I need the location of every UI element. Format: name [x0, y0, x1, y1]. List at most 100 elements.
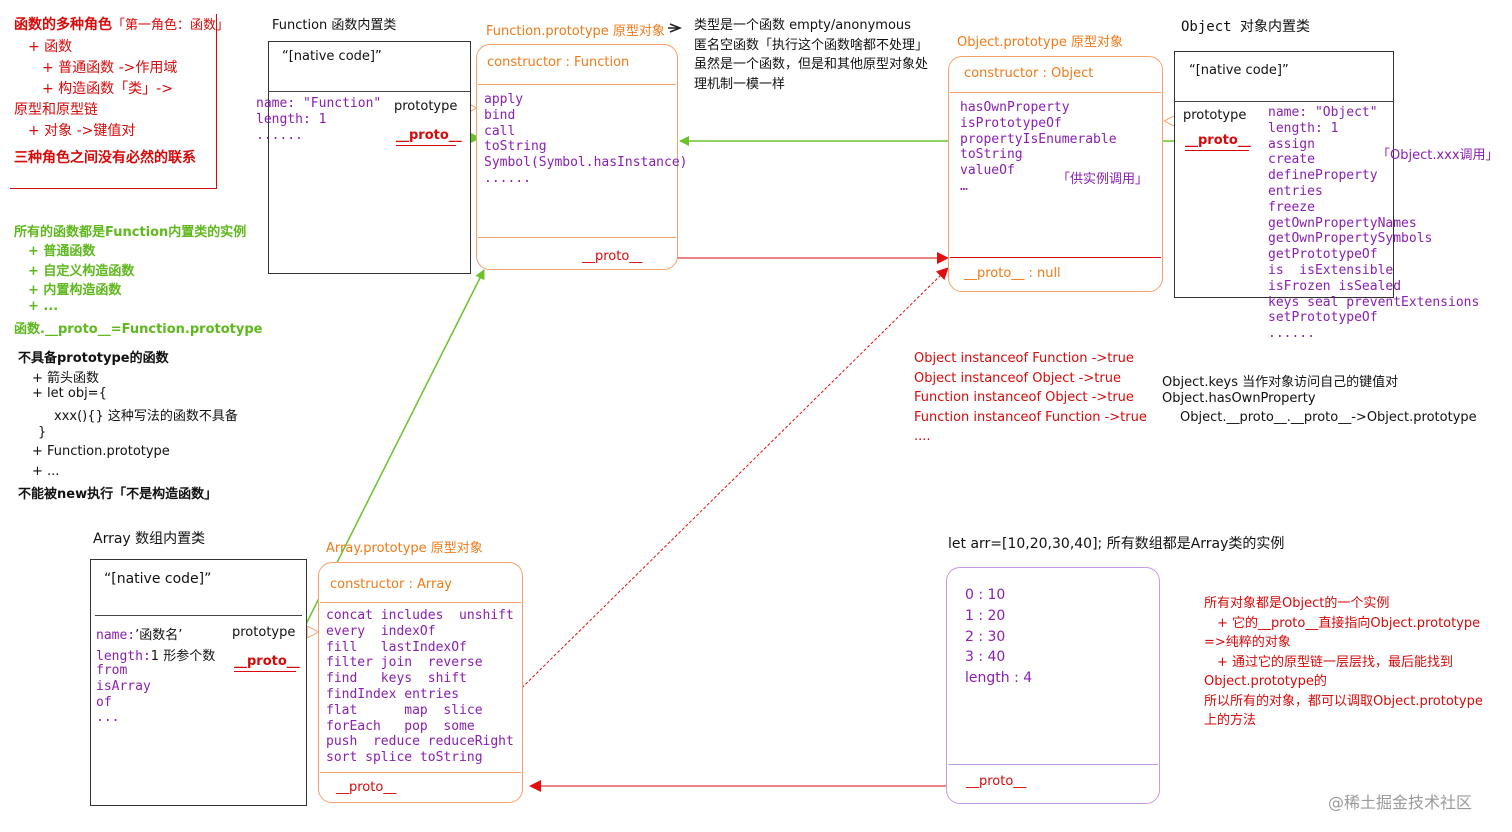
object-class-prop: isFrozen isSealed	[1268, 278, 1402, 294]
function-prototype-method: toString	[484, 139, 547, 155]
array-prototype-label: Array.prototype 原型对象	[326, 541, 483, 556]
object-class-prop: defineProperty	[1268, 168, 1378, 184]
array-class-props: from isArray of ...	[96, 663, 151, 726]
object-prototype-method: propertyIsEnumerable	[960, 131, 1117, 147]
function-class-label: Function 函数内置类	[272, 18, 397, 33]
watermark: @稀土掘金技术社区	[1328, 793, 1473, 812]
roles-title: 函数的多种角色「第一角色：函数」	[14, 17, 230, 33]
no-prototype-title: 不具备prototype的函数	[18, 351, 169, 366]
array-name-prop: name:’函数名’	[96, 628, 183, 643]
function-native-code: “[native code]”	[282, 49, 382, 64]
array-prototype-method: sort splice toString	[326, 750, 483, 766]
array-prototype-methods: concat includes unshift every indexOf fi…	[326, 608, 514, 766]
object-class-prop: ......	[1268, 326, 1315, 342]
object-instance-note: 所有对象都是Object的一个实例	[1204, 596, 1390, 611]
object-keys-note: Object.hasOwnProperty	[1162, 391, 1316, 406]
object-prototype-method: hasOwnProperty	[960, 100, 1070, 115]
function-proto-key: __proto__	[396, 128, 462, 143]
object-prototype-proto: __proto__ : null	[964, 266, 1061, 281]
function-prototype-method: bind	[484, 107, 516, 123]
function-class-box	[268, 41, 471, 274]
object-class-prop: entries	[1268, 183, 1323, 199]
object-instance-note: =>纯粹的对象	[1204, 635, 1291, 650]
no-prototype-item: xxx(){} 这种写法的函数不具备	[54, 409, 238, 424]
array-prototype-method: findIndex entries	[326, 686, 460, 702]
function-prototype-methods: apply bind call toString Symbol(Symbol.h…	[484, 92, 688, 187]
function-class-prop: length: 1	[256, 111, 327, 127]
object-proto-key: __proto__	[1185, 133, 1251, 148]
array-length-prop: length:1 形参个数	[96, 649, 216, 664]
object-prototype-methods: hasOwnProperty isPrototypeOf propertyIsE…	[960, 100, 1117, 195]
object-prototype-key: prototype	[1183, 108, 1247, 123]
function-prototype-note: 类型是一个函数 empty/anonymous 匿名空函数「执行这个函数啥都不处…	[694, 18, 929, 92]
function-prototype-method: call	[484, 123, 516, 139]
array-class-box	[90, 559, 307, 806]
roles-item: + 普通函数 ->作用域	[42, 60, 178, 76]
function-instances-rule: 函数.__proto__=Function.prototype	[14, 322, 263, 337]
array-class-label: Array 数组内置类	[93, 531, 206, 547]
object-class-prop: setPrototypeOf	[1268, 310, 1378, 326]
object-prototype-box	[948, 56, 1163, 292]
object-class-label: Object 对象内置类	[1181, 19, 1311, 35]
object-instance-note: Object.prototype的	[1204, 674, 1327, 689]
function-prototype-method: Symbol(Symbol.hasInstance)	[484, 155, 688, 171]
object-class-prop: getPrototypeOf	[1268, 247, 1378, 263]
array-prototype-method: push reduce reduceRight	[326, 734, 514, 750]
object-prototype-constructor: constructor : Object	[964, 66, 1094, 81]
array-proto-key: __proto__	[234, 654, 300, 669]
object-native-code: “[native code]”	[1189, 63, 1289, 78]
array-class-prop: from	[96, 663, 128, 678]
note-pointer-icon	[668, 23, 683, 33]
arr-entry: length : 4	[965, 670, 1033, 687]
object-class-prop: getOwnPropertySymbols	[1268, 231, 1433, 247]
no-prototype-item: + ...	[32, 464, 60, 479]
function-prototype-key: prototype	[394, 99, 458, 114]
instanceof-notes: Object instanceof Function ->true Object…	[914, 351, 1147, 444]
object-instance-note: 上的方法	[1204, 713, 1257, 728]
object-static-note: 「Object.xxx调用」	[1377, 148, 1499, 163]
function-instances-item: + 自定义构造函数	[28, 264, 135, 279]
array-native-code: “[native code]”	[104, 571, 212, 587]
function-instances-item: + 普通函数	[28, 244, 96, 259]
object-class-prop: assign	[1268, 136, 1315, 152]
array-prototype-method: every indexOf	[326, 623, 436, 639]
no-prototype-conclusion: 不能被new执行「不是构造函数」	[18, 487, 218, 502]
array-prototype-method: filter join reverse	[326, 655, 483, 671]
object-class-prop: keys seal preventExtensions	[1268, 294, 1480, 310]
array-prototype-method: find keys shift	[326, 671, 467, 687]
function-prototype-method: apply	[484, 92, 524, 107]
function-prototype-label: Function.prototype 原型对象	[486, 24, 665, 39]
object-class-props: name: "Object" length: 1 assign create d…	[1268, 105, 1479, 342]
object-class-prop: name: "Object"	[1268, 105, 1378, 120]
array-prototype-method: concat includes unshift	[326, 608, 514, 623]
function-class-prop: ......	[256, 127, 303, 143]
no-prototype-item: + Function.prototype	[32, 444, 170, 459]
function-class-props: name: "Function" length: 1 ......	[256, 96, 381, 143]
object-prototype-instance-note: 「供实例调用」	[1057, 172, 1149, 187]
arr-proto: __proto__	[966, 774, 1027, 789]
roles-conclusion: 三种角色之间没有必然的联系	[14, 150, 196, 166]
object-class-box	[1174, 51, 1394, 298]
arr-entry: 2 : 30	[965, 628, 1006, 645]
array-class-prop: isArray	[96, 678, 151, 694]
array-prototype-method: flat map slice	[326, 702, 483, 718]
object-instance-note: + 通过它的原型链一层层找，最后能找到	[1217, 655, 1454, 670]
object-keys-note: Object.__proto__.__proto__->Object.proto…	[1180, 410, 1477, 425]
arr-instance-label: let arr=[10,20,30,40]; 所有数组都是Array类的实例	[948, 536, 1285, 552]
object-instance-note: + 它的__proto__直接指向Object.prototype	[1217, 616, 1481, 631]
no-prototype-item: + 箭头函数	[32, 371, 100, 386]
arr-entries: 0 : 10 1 : 20 2 : 30 3 : 40 length : 4	[965, 585, 1032, 689]
object-prototype-label: Object.prototype 原型对象	[957, 35, 1123, 50]
object-instance-note: 所以所有的对象，都可以调取Object.prototype	[1204, 694, 1483, 709]
array-prototype-proto: __proto__	[336, 780, 397, 795]
object-class-prop: length: 1	[1268, 120, 1339, 136]
object-prototype-method: toString	[960, 147, 1023, 163]
object-class-prop: is isExtensible	[1268, 262, 1394, 278]
function-instances-title: 所有的函数都是Function内置类的实例	[14, 225, 247, 240]
object-keys-note: Object.keys 当作对象访问自己的键值对	[1162, 375, 1399, 390]
arr-entry: 1 : 20	[965, 607, 1006, 624]
arr-entry: 3 : 40	[965, 649, 1006, 666]
function-prototype-box	[476, 44, 678, 270]
array-class-prop: of	[96, 694, 112, 710]
object-class-prop: freeze	[1268, 199, 1315, 215]
